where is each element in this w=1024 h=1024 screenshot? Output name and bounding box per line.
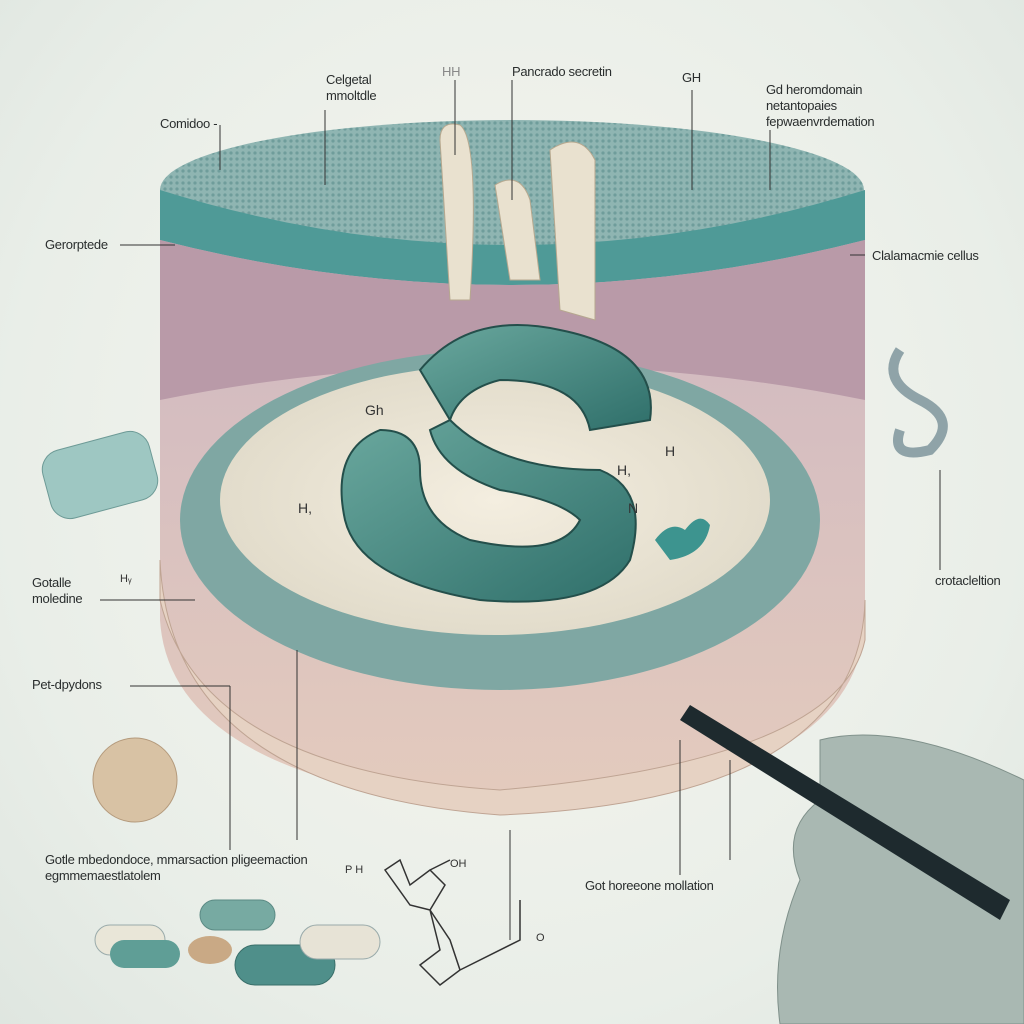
chem-ph: P H xyxy=(345,864,364,876)
muscle-layer xyxy=(160,240,865,400)
label-top-right: Gd heromdomain netantopaies fepwaenvrdem… xyxy=(766,82,875,129)
teal-layer xyxy=(160,190,865,285)
chem-o: O xyxy=(536,932,545,944)
mark-h-left: H, xyxy=(298,500,312,516)
outer-cells xyxy=(159,559,866,816)
label-left-middle: Gotalle moledine xyxy=(32,575,83,606)
chemical-structure xyxy=(383,858,521,986)
label-right-upper: Clalamacmie cellus xyxy=(872,248,979,263)
label-bottom-left: Gotle mbedondoce, mmarsaction pligeemact… xyxy=(45,852,308,883)
label-top-hh: HH xyxy=(442,64,461,79)
inner-well xyxy=(220,365,770,635)
mark-gh: Gh xyxy=(365,402,384,418)
small-teal-blob xyxy=(655,518,710,560)
villus-center xyxy=(494,179,541,281)
label-left-lower: Pet-dpydons xyxy=(32,677,102,692)
pills xyxy=(94,899,381,986)
villus-right xyxy=(549,141,596,321)
label-left-upper: Gerorptede xyxy=(45,237,108,252)
tissue-tube xyxy=(41,430,159,520)
pen xyxy=(680,705,1010,920)
label-top-left: Comidoo - xyxy=(160,116,218,131)
mark-n: N xyxy=(628,500,639,516)
label-right-middle: crotacleltion xyxy=(935,573,1001,588)
label-top-center-left: Celgetal mmoltdle xyxy=(326,72,377,103)
gloved-hand xyxy=(777,734,1024,1024)
label-top-center: Pancrado secretin xyxy=(512,64,612,79)
leader-lines xyxy=(100,80,941,940)
sponge-ball xyxy=(92,737,178,823)
villus-left xyxy=(439,123,474,301)
label-top-gh: GH xyxy=(682,70,701,85)
mark-hv: Hᵧ xyxy=(120,573,132,585)
green-coiled-structure xyxy=(340,324,652,603)
teal-coil-right xyxy=(888,347,948,458)
mark-h-right: H, xyxy=(617,462,631,478)
label-bottom-right: Got horeeone mollation xyxy=(585,878,714,893)
mark-h-tail: H xyxy=(665,443,676,459)
chem-oh: OH xyxy=(450,858,467,870)
